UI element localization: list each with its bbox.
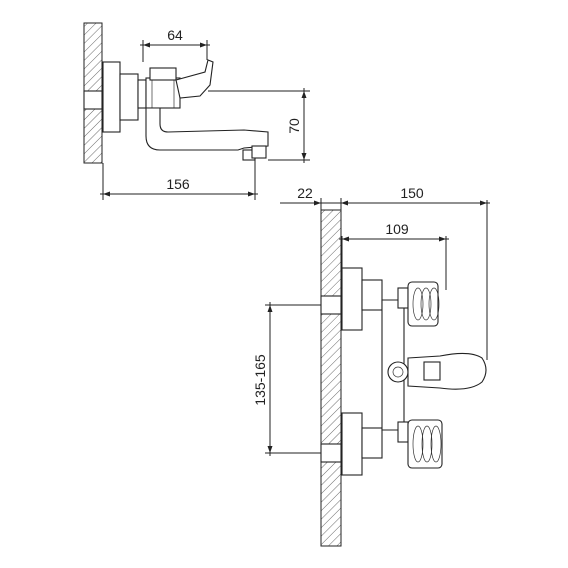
- top-escutcheon: [102, 61, 121, 133]
- top-lever: [175, 59, 214, 99]
- dim-109-label: 109: [385, 221, 409, 237]
- front-upper-handle: [407, 281, 440, 327]
- top-body-neck: [137, 79, 147, 109]
- front-lower-escutcheon: [341, 412, 363, 476]
- front-diverter: [387, 361, 409, 383]
- dim-64-label: 64: [167, 27, 183, 43]
- dim-22-label: 22: [297, 185, 313, 201]
- top-cartridge: [145, 77, 181, 109]
- dim-135-165-label: 135-165: [252, 354, 268, 406]
- top-body-block: [119, 73, 139, 121]
- front-inlet-top: [320, 295, 342, 315]
- top-cartridge-cap: [149, 67, 177, 81]
- dim-156-label: 156: [166, 176, 190, 192]
- dim-150-label: 150: [400, 185, 424, 201]
- front-view: 22 150 109 135-165: [252, 185, 490, 547]
- dim-70-label: 70: [286, 118, 302, 134]
- front-lower-handle: [407, 419, 443, 469]
- front-wall: [320, 209, 342, 547]
- top-spout: [145, 107, 269, 151]
- top-view: 64 70 156: [83, 22, 310, 200]
- front-lever: [407, 352, 487, 390]
- top-wall-inlet: [83, 90, 103, 110]
- front-inlet-bottom: [320, 443, 342, 463]
- front-upper-escutcheon: [341, 267, 363, 331]
